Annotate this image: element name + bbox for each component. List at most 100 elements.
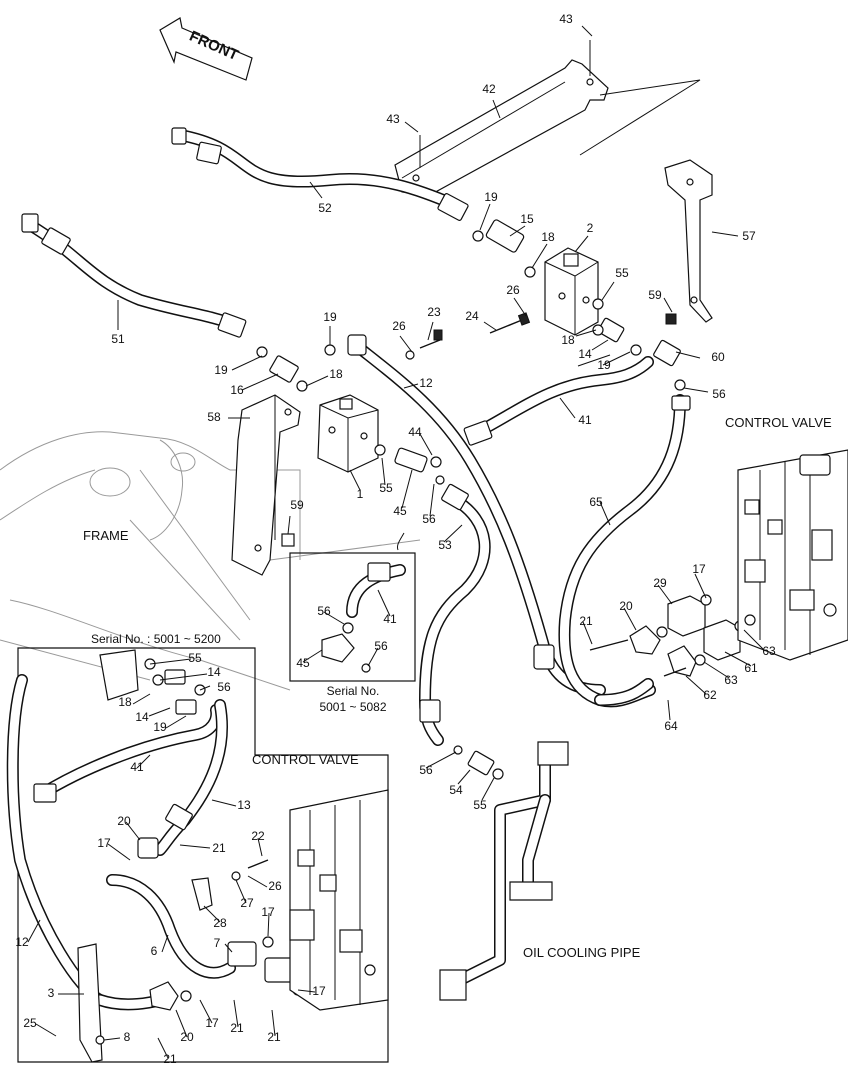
part-number-labels: 43 42 43 52 19 15 18 2 57 51 55 26 24 59… (15, 12, 776, 1066)
part-number: 15 (520, 212, 534, 226)
part-number: 17 (261, 905, 275, 919)
part-number: 58 (207, 410, 221, 424)
serial-inset-title: Serial No. : 5001 ~ 5200 (91, 632, 221, 646)
part-number: 26 (268, 879, 282, 893)
control-valve-main (737, 449, 848, 661)
oil-cooling-pipe (439, 741, 569, 1001)
part-number: 62 (703, 688, 717, 702)
part-number: 20 (180, 1030, 194, 1044)
part-number: 56 (422, 512, 436, 526)
inset-serial-5082 (289, 532, 416, 682)
hose-41 (463, 356, 654, 446)
flanges-main (589, 594, 746, 706)
part-number: 61 (744, 661, 758, 675)
part-number: 6 (151, 944, 158, 958)
part-number: 14 (135, 710, 149, 724)
part-number: 18 (329, 367, 343, 381)
part-number: 55 (473, 798, 487, 812)
part-number: 29 (653, 576, 667, 590)
part-number: 56 (317, 604, 331, 618)
hose-52 (171, 127, 469, 221)
part-number: 63 (762, 644, 776, 658)
part-number: 19 (597, 358, 611, 372)
part-number: 41 (130, 760, 144, 774)
part-number: 41 (383, 612, 397, 626)
control-valve-label: CONTROL VALVE (725, 415, 832, 430)
part-number: 22 (251, 829, 265, 843)
part-number: 42 (482, 82, 496, 96)
bracket-58 (231, 394, 301, 576)
part-number: 44 (408, 425, 422, 439)
part-number: 21 (267, 1030, 281, 1044)
part-number: 57 (742, 229, 756, 243)
part-number: 59 (648, 288, 662, 302)
part-number: 17 (692, 562, 706, 576)
part-number: 55 (379, 481, 393, 495)
part-number: 19 (323, 310, 337, 324)
part-number: 25 (23, 1016, 37, 1030)
part-number: 12 (15, 935, 29, 949)
part-number: 1 (357, 487, 364, 501)
part-number: 64 (664, 719, 678, 733)
front-arrow: FRONT (159, 17, 253, 81)
part-number: 17 (97, 836, 111, 850)
hose-12 (347, 334, 606, 696)
part-number: 56 (374, 639, 388, 653)
part-number: 3 (48, 986, 55, 1000)
part-number: 51 (111, 332, 125, 346)
fittings (256, 219, 686, 780)
part-number: 43 (559, 12, 573, 26)
block-1 (317, 394, 379, 473)
part-number: 16 (230, 383, 244, 397)
part-number: 7 (214, 936, 221, 950)
part-number: 19 (484, 190, 498, 204)
block-2 (544, 247, 599, 336)
part-number: 23 (427, 305, 441, 319)
part-number: 19 (214, 363, 228, 377)
part-number: 65 (589, 495, 603, 509)
serial-small-line2: 5001 ~ 5082 (319, 700, 386, 714)
control-valve-inset-label: CONTROL VALVE (252, 752, 359, 767)
part-number: 27 (240, 896, 254, 910)
part-number: 17 (205, 1016, 219, 1030)
part-number: 18 (118, 695, 132, 709)
part-number: 52 (318, 201, 332, 215)
part-number: 19 (153, 720, 167, 734)
part-number: 55 (615, 266, 629, 280)
part-number: 26 (506, 283, 520, 297)
part-number: 45 (296, 656, 310, 670)
part-number: 54 (449, 783, 463, 797)
part-number: 41 (578, 413, 592, 427)
part-number: 18 (561, 333, 575, 347)
part-number: 20 (117, 814, 131, 828)
part-number: 14 (578, 347, 592, 361)
leader-lines (27, 25, 765, 1059)
part-number: 17 (312, 984, 326, 998)
part-number: 53 (438, 538, 452, 552)
part-number: 24 (465, 309, 479, 323)
oil-cooling-pipe-label: OIL COOLING PIPE (523, 945, 641, 960)
part-number: 26 (392, 319, 406, 333)
part-number: 14 (207, 665, 221, 679)
part-number: 8 (124, 1030, 131, 1044)
part-number: 56 (419, 763, 433, 777)
part-number: 63 (724, 673, 738, 687)
part-number: 12 (419, 376, 433, 390)
part-number: 21 (212, 841, 226, 855)
bracket-57 (664, 159, 713, 325)
frame-outline (0, 431, 421, 691)
part-number: 13 (237, 798, 251, 812)
part-number: 21 (579, 614, 593, 628)
part-number: 21 (230, 1021, 244, 1035)
frame-label: FRAME (83, 528, 129, 543)
part-number: 28 (213, 916, 227, 930)
part-number: 21 (163, 1052, 177, 1066)
part-number: 45 (393, 504, 407, 518)
part-number: 55 (188, 651, 202, 665)
part-number: 56 (712, 387, 726, 401)
part-number: 43 (386, 112, 400, 126)
bracket-42 (394, 40, 701, 196)
text-labels: FRAME CONTROL VALVE CONTROL VALVE OIL CO… (83, 415, 832, 960)
serial-small-line1: Serial No. (327, 684, 380, 698)
